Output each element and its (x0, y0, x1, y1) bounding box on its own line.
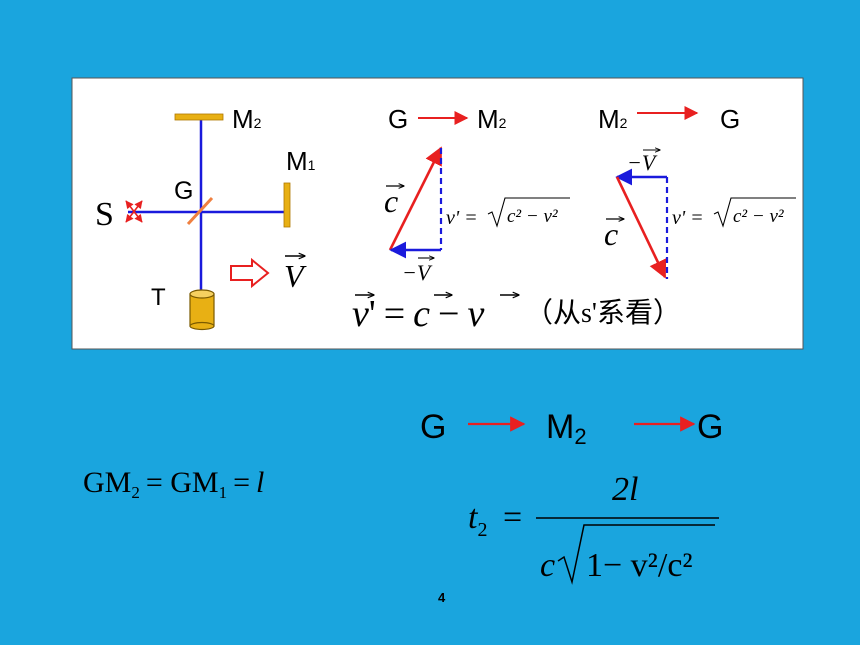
left-minus-v-label: −V (402, 260, 433, 285)
left-heading-to: M2 (477, 104, 507, 134)
telescope (189, 289, 215, 331)
gm-equation: GM2= GM1=l (83, 466, 264, 502)
mirror1-label: M1 (286, 146, 316, 176)
mirror-m1 (283, 182, 291, 228)
right-minus-v-label: −V (627, 150, 658, 175)
left-c-vector (388, 146, 443, 251)
time-den-radicand: 1− v²/c² (586, 547, 693, 584)
right-heading-from: M2 (598, 104, 628, 134)
triangle-m2-to-g: M2 G −V c v' = c² − v² (598, 104, 796, 279)
telescope-label: T (151, 284, 166, 311)
beam-splitter (186, 196, 214, 226)
left-sqrt-radicand: c² − v² (507, 206, 558, 227)
time-numerator: 2l (612, 471, 638, 508)
splitter-label: G (174, 177, 193, 205)
relation-note: （从s'系看） (525, 297, 681, 329)
mirror2-label: M2 (232, 104, 262, 134)
right-c-vector (615, 176, 667, 279)
right-sqrt-radicand: c² − v² (733, 206, 784, 227)
page-number: 4 (438, 590, 446, 605)
right-heading-to: G (720, 104, 740, 134)
time-eq: = (503, 499, 522, 536)
time-den-c: c (540, 547, 555, 584)
triangle-g-to-m2: G M2 c −V v' = c² − v² (384, 104, 570, 285)
source-ray-2 (125, 200, 143, 223)
right-sqrt-sign (713, 197, 796, 228)
time-equation: t2 = 2l c 1− v²/c² (468, 471, 719, 585)
right-vprime-lhs: v' = (672, 207, 704, 229)
path-g-end: G (697, 408, 723, 446)
left-c-label: c (384, 183, 398, 219)
relation-text: v'=c−v (352, 293, 484, 335)
mirror-m2 (174, 113, 224, 121)
path-m2: M2 (546, 408, 587, 449)
velocity-label: V (284, 258, 307, 294)
interferometer-diagram: M2 M1 G S T V (95, 104, 316, 331)
velocity-relation: v'=c−v （从s'系看） (352, 293, 681, 335)
hollow-arrow-right-icon (230, 257, 270, 289)
left-sqrt-sign (487, 197, 570, 228)
path-g-start: G (420, 408, 446, 446)
left-heading-from: G (388, 104, 408, 134)
right-c-label: c (604, 216, 618, 252)
source-label: S (95, 196, 114, 233)
path-sequence: G M2 G (420, 408, 723, 449)
time-sqrt-sign (557, 524, 715, 585)
time-lhs: t2 (468, 499, 487, 541)
left-vprime-lhs: v' = (446, 207, 478, 229)
